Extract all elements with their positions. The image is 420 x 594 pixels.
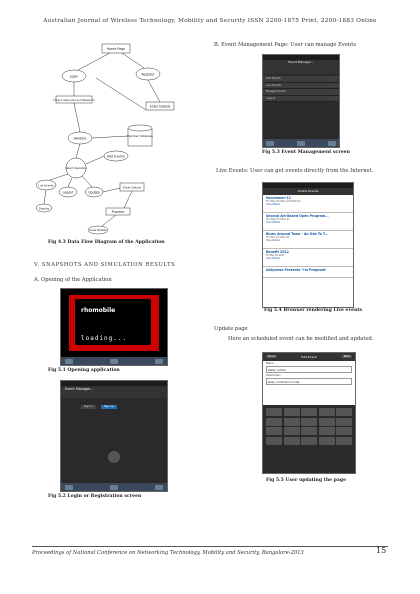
home-nav-button[interactable]	[297, 140, 305, 146]
menu-nav-button[interactable]	[155, 358, 163, 364]
keyboard-key[interactable]	[301, 436, 317, 445]
keyboard-key[interactable]	[336, 408, 352, 416]
live-event-item[interactable]: Blues Around Town - An Ode To T... Thu M…	[263, 231, 353, 249]
back-button[interactable]: Back	[341, 354, 352, 358]
update-text: Here an scheduled event can be modified …	[228, 336, 374, 342]
menu-nav-button[interactable]	[155, 484, 163, 490]
node-update: Update	[88, 191, 100, 195]
name-label: Name	[266, 362, 274, 365]
menu-add-events[interactable]: Add Events›	[263, 76, 339, 83]
node-display: Display	[39, 207, 50, 211]
live-event-item[interactable]: Second Art-Based Open Program... Thu May…	[263, 213, 353, 231]
node-proceed: Proceed	[112, 210, 125, 214]
node-list-events: List Events	[38, 184, 54, 188]
live-event-item[interactable]: Benefit 2012 Fri May 04 2012 View Detail…	[263, 249, 353, 267]
menu-manage-events[interactable]: Manage Events›	[263, 89, 339, 96]
loading-spinner	[108, 451, 120, 463]
back-nav-button[interactable]	[65, 484, 73, 490]
login-title: Event Manager...	[61, 386, 167, 398]
node-logout: Logout	[63, 191, 75, 195]
node-member-db: Member Database	[127, 134, 153, 138]
journal-header: Australian Journal of Wireless Technolog…	[43, 18, 377, 24]
footer-proceedings: Proceedings of National Conference on Ne…	[32, 550, 304, 556]
node-enter-details-2: Enter Details	[123, 186, 142, 190]
keyboard-key[interactable]	[266, 417, 282, 426]
sign-up-button[interactable]: Sign up	[100, 404, 117, 409]
live-events-text: Live Events: User can get events directl…	[216, 168, 374, 174]
keyboard-key[interactable]	[336, 427, 352, 435]
node-forgot: Forgot Username and Password	[54, 98, 95, 102]
keyboard-key[interactable]	[301, 408, 317, 416]
node-select-operation: Select Operation	[65, 166, 87, 170]
back-nav-button[interactable]	[65, 358, 73, 364]
node-enter-details: Enter Details	[150, 105, 171, 109]
live-event-item[interactable]: Vanchanar-12 Thu May 03 2012 at 09:00 am…	[263, 195, 353, 213]
fig43-caption: Fig 4.3 Data Flow Diagram of the Applica…	[48, 240, 165, 245]
keyboard-key[interactable]	[283, 436, 300, 445]
footer-rule	[32, 546, 388, 547]
back-nav-button[interactable]	[266, 140, 274, 146]
node-view-details: View Details	[89, 228, 107, 232]
keyboard-key[interactable]	[318, 427, 335, 435]
keyboard-key[interactable]	[283, 417, 300, 426]
keyboard-key[interactable]	[283, 427, 300, 435]
section-a-heading: A. Opening of the Application	[34, 277, 112, 283]
node-validate: Validate	[74, 137, 87, 141]
live-events-screen: Online Events Vanchanar-12 Thu May 03 20…	[262, 182, 354, 308]
sign-in-button[interactable]: Sign in	[81, 404, 96, 409]
menu-logout[interactable]: Logout›	[263, 95, 339, 102]
keyboard-key[interactable]	[301, 427, 317, 435]
name-field[interactable]: Rahul (voter)	[266, 366, 352, 373]
keyboard-key[interactable]	[266, 408, 282, 416]
node-home-page: Home Page	[107, 47, 125, 51]
opening-screen: rhomobile loading...	[60, 288, 168, 366]
description-label: Description	[266, 374, 281, 377]
on-screen-keyboard[interactable]	[263, 405, 355, 473]
loading-text: loading...	[81, 335, 128, 342]
keyboard-key[interactable]	[336, 436, 352, 445]
keyboard-key[interactable]	[266, 427, 282, 435]
online-events-title: Online Events	[263, 188, 353, 195]
description-field[interactable]: Ruby conference India	[266, 378, 352, 385]
keyboard-key[interactable]	[318, 417, 335, 426]
home-nav-button[interactable]	[110, 358, 118, 364]
section-b-heading: B. Event Management Page: User can manag…	[214, 42, 356, 48]
data-flow-diagram: Home Page Login Register Forgot Username…	[36, 43, 175, 235]
fig51-caption: Fig 5.1 Opening application	[48, 368, 120, 373]
done-button[interactable]: Done	[266, 354, 277, 358]
edit-event-title: Edit Event	[301, 354, 317, 359]
menu-nav-button[interactable]	[328, 140, 336, 146]
fig55-caption: Fig 5.5 User updating the page	[266, 478, 347, 483]
page-number: 15	[376, 546, 387, 555]
event-management-screen: Event Manager... Add Events› Live Events…	[262, 54, 340, 148]
node-add-events: Add Events	[107, 155, 125, 159]
keyboard-key[interactable]	[336, 417, 352, 426]
fig54-caption: Fig 5.4 Browser rendering Live events	[264, 308, 363, 313]
keyboard-key[interactable]	[283, 408, 300, 416]
keyboard-key[interactable]	[318, 408, 335, 416]
event-manager-title: Event Manager...	[263, 60, 339, 74]
home-nav-button[interactable]	[110, 484, 118, 490]
node-register: Register	[141, 73, 155, 77]
update-heading: Update page	[214, 326, 248, 332]
keyboard-key[interactable]	[318, 436, 335, 445]
live-event-item[interactable]: Abhyaasa Presents 'I'm Pregnant'	[263, 267, 353, 278]
update-screen: Done Edit Event Back Name Rahul (voter) …	[262, 352, 356, 474]
fig52-caption: Fig 5.2 Login or Registration screen	[48, 494, 142, 499]
login-screen: Event Manager... Sign in Sign up	[60, 380, 168, 492]
keyboard-key[interactable]	[301, 417, 317, 426]
keyboard-key[interactable]	[266, 436, 282, 445]
node-login: Login	[70, 75, 79, 79]
splash-logo: rhomobile	[81, 307, 116, 314]
menu-live-events[interactable]: Live Events›	[263, 82, 339, 89]
fig53-caption: Fig 5.3 Event Management screen	[262, 150, 350, 155]
section-v-heading: V. SNAPSHOTS AND SIMULATION RESULTS	[34, 262, 176, 268]
